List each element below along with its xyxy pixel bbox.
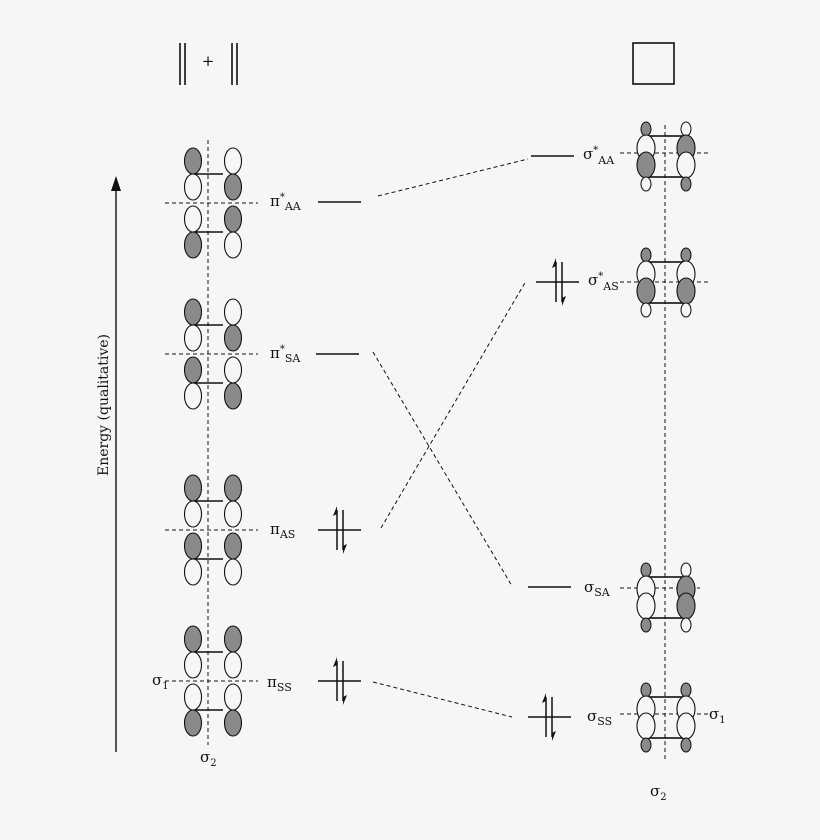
left-mo-3: [183, 625, 243, 737]
level-label-piAS: πAS: [270, 520, 295, 541]
cyclobutane-square-icon: [632, 42, 675, 85]
electron-pair-icon: [333, 506, 347, 554]
left-level-labels: π*AA π*SA πAS πSS: [267, 192, 302, 694]
left-mo-0: [183, 147, 243, 259]
sigma-hybrid-orbital: [636, 247, 656, 318]
p-orbital-lobe: [223, 474, 243, 528]
correlation-piSS-sigmaSS: [372, 681, 513, 718]
correlation-piAS-sigmaAS: [380, 280, 527, 529]
right-mo-1: [636, 247, 696, 318]
p-orbital-lobe: [183, 298, 203, 352]
level-label-sigmaAS: σ*AS: [588, 271, 619, 293]
right-mo-2: [636, 562, 696, 633]
left-sigma1-planes: [165, 202, 258, 682]
electron-pairs: [333, 258, 566, 741]
p-orbital-lobe: [223, 298, 243, 352]
right-sigma2-label: σ2: [650, 782, 667, 803]
correlation-piSA-sigmaSA: [372, 351, 513, 587]
p-orbital-lobe: [183, 532, 203, 586]
left-sigma1-label: σ1: [152, 671, 169, 692]
level-label-sigmaAA: σ*AA: [583, 145, 615, 167]
sigma-hybrid-orbital: [636, 682, 656, 753]
right-sigma1-label: σ1: [709, 705, 726, 726]
left-mo-1: [183, 298, 243, 410]
correlation-lines: [372, 158, 529, 718]
correlation-piAA-sigmaAA: [377, 158, 529, 197]
level-label-sigmaSA: σSA: [584, 578, 611, 599]
electron-pair-icon: [552, 258, 566, 306]
left-level-lines: [316, 201, 361, 682]
level-label-piSA: π*SA: [270, 344, 301, 365]
p-orbital-lobe: [183, 147, 203, 201]
sigma-hybrid-orbital: [676, 247, 696, 318]
left-orbital-drawings: [183, 147, 243, 737]
sigma-hybrid-orbital: [676, 562, 696, 633]
p-orbital-lobe: [223, 532, 243, 586]
electron-pair-icon: [542, 693, 556, 741]
level-label-sigmaSS: σSS: [587, 707, 612, 728]
ethylene-pair-header: [179, 43, 238, 85]
p-orbital-lobe: [223, 625, 243, 679]
right-level-labels: σ*AA σ*AS σSA σSS: [583, 145, 619, 728]
p-orbital-lobe: [183, 356, 203, 410]
sigma-hybrid-orbital: [676, 682, 696, 753]
left-mo-2: [183, 474, 243, 586]
p-orbital-lobe: [183, 205, 203, 259]
plus-sign: +: [202, 52, 215, 70]
p-orbital-lobe: [223, 147, 243, 201]
sigma-hybrid-orbital: [636, 562, 656, 633]
energy-axis-label: Energy (qualitative): [96, 334, 112, 476]
sigma-hybrid-orbital: [676, 121, 696, 192]
left-sigma2-label: σ2: [200, 748, 217, 769]
right-mo-0: [636, 121, 696, 192]
energy-axis-arrowhead: [111, 176, 121, 191]
right-level-lines: [528, 155, 579, 718]
p-orbital-lobe: [183, 625, 203, 679]
p-orbital-lobe: [223, 205, 243, 259]
p-orbital-lobe: [183, 474, 203, 528]
p-orbital-lobe: [183, 683, 203, 737]
electron-pair-icon: [333, 657, 347, 705]
right-orbital-drawings: [636, 121, 696, 753]
level-label-piAA: π*AA: [270, 192, 302, 213]
p-orbital-lobe: [223, 683, 243, 737]
sigma-hybrid-orbital: [636, 121, 656, 192]
p-orbital-lobe: [223, 356, 243, 410]
right-mo-3: [636, 682, 696, 753]
level-label-piSS: πSS: [267, 673, 292, 694]
